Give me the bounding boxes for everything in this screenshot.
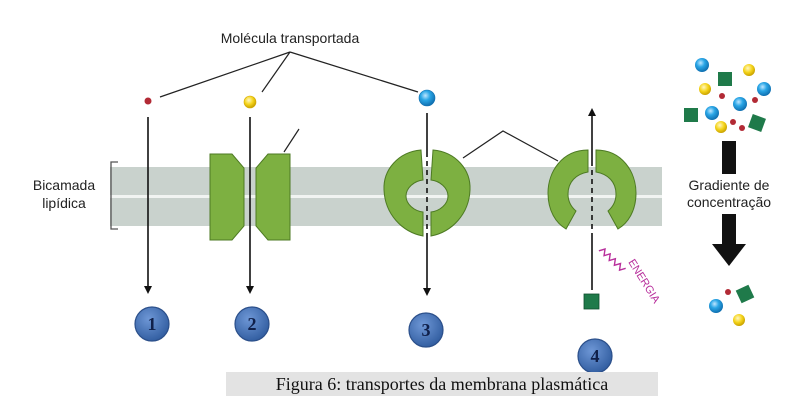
step-1-badge: 1 [134, 306, 170, 342]
energy-label: ENERGIA [625, 257, 662, 306]
carrier-protein-right [430, 149, 471, 237]
channel-protein-right [255, 153, 291, 241]
step-3-number: 3 [422, 320, 431, 340]
gradient-label-line2: concentração [687, 194, 771, 210]
gradient-arrow-shaft [722, 141, 736, 174]
figure-caption: Figura 6: transportes da membrana plasmá… [226, 372, 658, 396]
molecule-pointer-lines [159, 51, 419, 98]
energy-wave-icon [598, 248, 626, 272]
step-1-number: 1 [148, 314, 157, 334]
green-square-molecule [583, 293, 600, 310]
step-4-badge: 4 [577, 338, 613, 374]
pathway-channel-protein [209, 95, 300, 294]
step-2-badge: 2 [234, 306, 270, 342]
blue-molecule [418, 89, 436, 107]
gradient-down-arrow-icon [712, 214, 746, 266]
small-red-molecule [144, 97, 152, 105]
bilayer-label-line1: Bicamada [33, 177, 95, 193]
transported-molecule-label: Molécula transportada [221, 30, 360, 46]
pump-protein [547, 149, 637, 230]
channel-protein-left [209, 153, 245, 241]
yellow-molecule [243, 95, 257, 109]
bilayer-bracket [110, 161, 118, 230]
step-3-badge: 3 [408, 312, 444, 348]
gradient-high-concentration-molecules [684, 58, 771, 133]
carrier-pointer-line [462, 130, 559, 162]
pathway-carrier-protein [383, 89, 559, 296]
channel-pointer-line [283, 128, 300, 153]
gradient-label-line1: Gradiente de [689, 177, 770, 193]
bilayer-label-line2: lipídica [42, 195, 86, 211]
step-4-number: 4 [591, 346, 600, 366]
pathway-simple-diffusion [144, 97, 152, 294]
carrier-protein-left [383, 149, 424, 237]
step-2-number: 2 [248, 314, 257, 334]
gradient-low-concentration-molecules [709, 284, 755, 326]
